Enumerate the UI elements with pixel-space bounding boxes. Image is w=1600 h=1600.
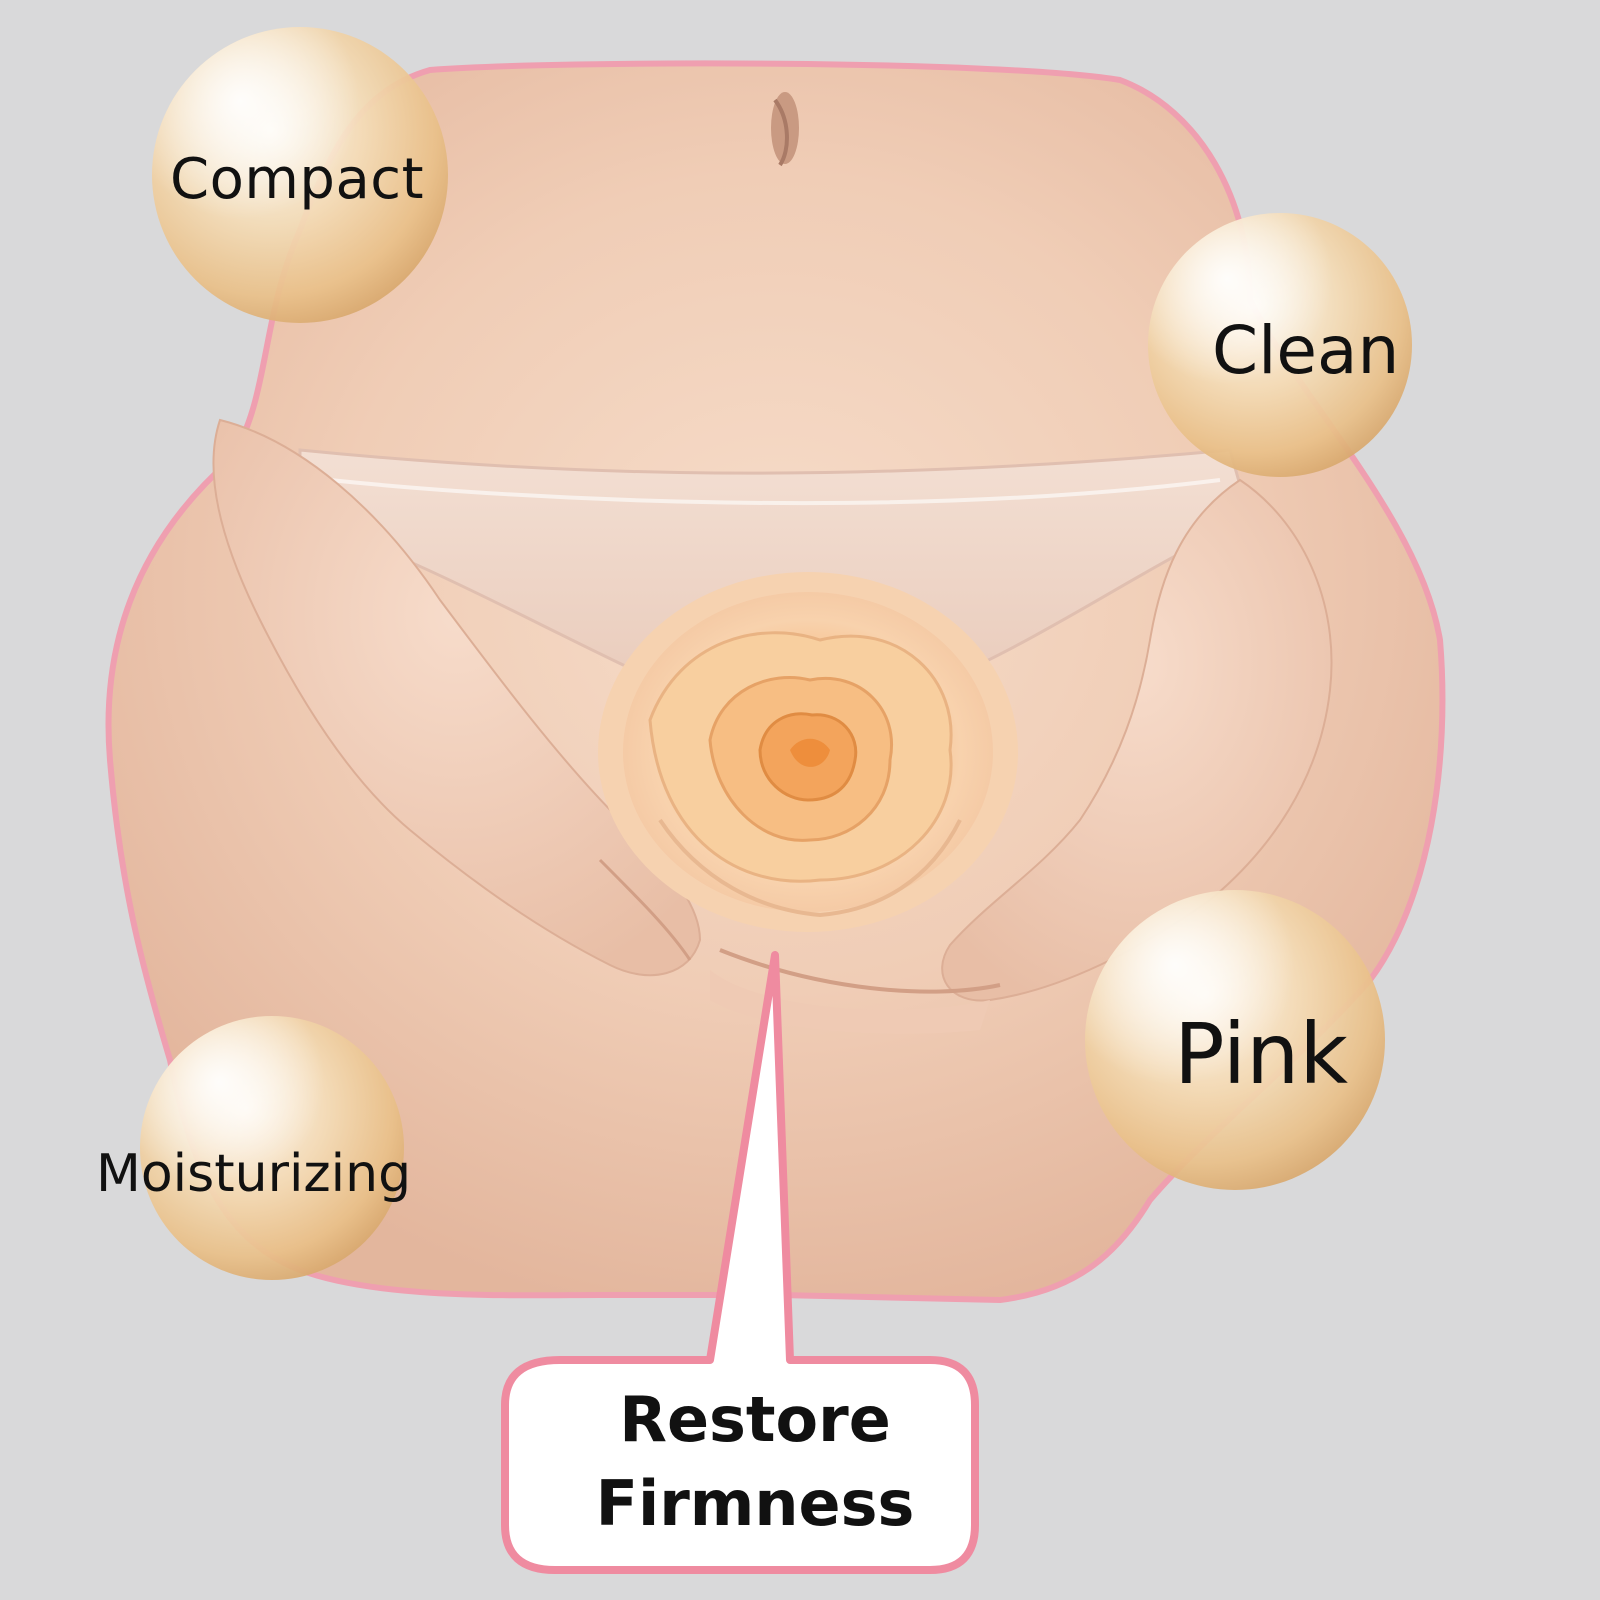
label-moisturizing: Moisturizing xyxy=(96,1144,412,1204)
callout-text: Restore Firmness xyxy=(520,1378,990,1546)
callout-bubble xyxy=(501,951,979,1574)
callout-line-1: Restore xyxy=(619,1383,891,1456)
pearl-pink xyxy=(1085,890,1385,1190)
right-hand xyxy=(941,478,1333,1002)
label-pink: Pink xyxy=(1174,1005,1349,1103)
pearl-compact xyxy=(152,27,448,323)
left-hand xyxy=(212,418,702,977)
label-compact: Compact xyxy=(170,147,425,212)
pearl-clean xyxy=(1148,213,1412,477)
label-clean: Clean xyxy=(1212,312,1400,389)
rose-icon xyxy=(598,572,1018,932)
callout-line-2: Firmness xyxy=(595,1467,915,1540)
pearl-moisturizing xyxy=(140,1016,404,1280)
